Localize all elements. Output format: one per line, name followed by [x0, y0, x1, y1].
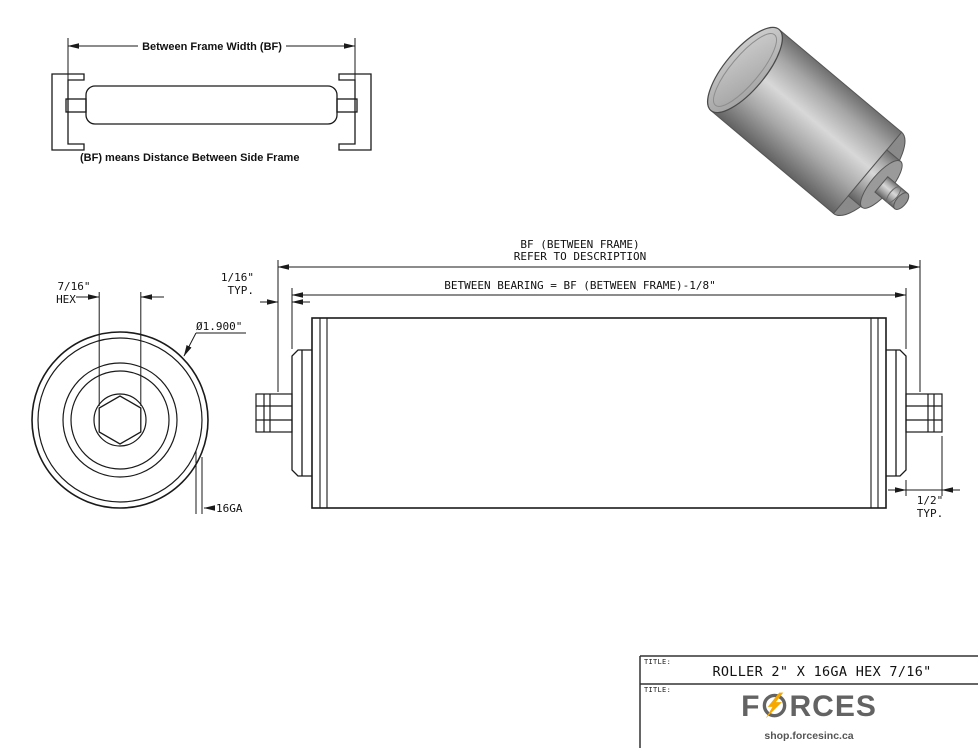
shaft-extension-dimension [888, 436, 960, 496]
logo-letters-rces: RCES [789, 690, 877, 723]
roller-outline [85, 85, 338, 125]
forces-logo: F RCES [640, 692, 978, 725]
side-frame-left [51, 73, 85, 151]
tube-od-circle [31, 331, 209, 509]
bf-width-dim-label: Between Frame Width (BF) [142, 41, 282, 53]
roller-body-outline [311, 317, 887, 509]
title-cell-label: TITLE: [644, 658, 672, 666]
hex-unit-label: HEX [56, 293, 76, 306]
lightning-bolt-icon [761, 692, 788, 725]
gap-dim-typ: TYP. [228, 284, 255, 297]
bearing-cap-right [886, 349, 907, 477]
roller-3d-shaft-groove [885, 186, 902, 204]
shaft-stub-right [336, 98, 358, 113]
bore-circle [93, 393, 147, 447]
hex-shaft-left [255, 393, 293, 433]
logo-cell-label: TITLE: [644, 686, 672, 694]
hex-dimension [76, 292, 164, 406]
roller-3d-near-face [707, 26, 783, 114]
roller-3d-render [707, 26, 910, 216]
end-view: 7/16" HEX Ø1.900" 16GA [31, 280, 246, 515]
logo-ring [763, 693, 787, 718]
between-bearing-dim-label: BETWEEN BEARING = BF (BETWEEN FRAME)-1/8… [444, 279, 716, 292]
bf-dim-note: REFER TO DESCRIPTION [514, 250, 646, 263]
drawing-title: ROLLER 2" X 16GA HEX 7/16" [712, 664, 932, 680]
frame-diagram: Between Frame Width (BF) (BF) means Dist… [51, 38, 372, 164]
side-view: BF (BETWEEN FRAME) REFER TO DESCRIPTION … [221, 238, 960, 520]
hex-shaft-right [905, 393, 943, 433]
lightning-bolt-shape [766, 692, 784, 719]
title-block-borders [639, 655, 978, 748]
gauge-label: 16GA [216, 502, 243, 515]
swage-grooves [319, 318, 879, 508]
roller-3d-shaft-tip [893, 192, 910, 210]
tube-id-circle [37, 337, 203, 503]
bf-caption: (BF) means Distance Between Side Frame [80, 152, 299, 164]
bf-dim-label: BF (BETWEEN FRAME) [520, 238, 639, 251]
roller-3d-face-rim [713, 33, 777, 107]
between-bearing-dimension [291, 288, 907, 349]
hex-size-label: 7/16" [57, 280, 90, 293]
shaft-dim-typ: TYP. [917, 507, 944, 520]
title-block: TITLE: ROLLER 2" X 16GA HEX 7/16" TITLE:… [640, 656, 978, 748]
shaft-dim-value: 1/2" [917, 494, 944, 507]
diameter-callout [183, 332, 246, 357]
website-text: shop.forcesinc.ca [764, 730, 854, 742]
side-frame-right [338, 73, 372, 151]
bearing-circle [70, 370, 170, 470]
hex-bore [98, 395, 142, 445]
gap-dim-value: 1/16" [221, 271, 254, 284]
bearing-cap-left [291, 349, 312, 477]
bf-width-dimension [67, 38, 356, 80]
bearing-housing-circle [62, 362, 178, 478]
bf-dimension [277, 260, 921, 392]
diameter-label: Ø1.900" [196, 320, 242, 333]
logo-letter-f: F [741, 690, 761, 723]
gauge-callout [195, 451, 215, 514]
shaft-stub-left [65, 98, 87, 113]
